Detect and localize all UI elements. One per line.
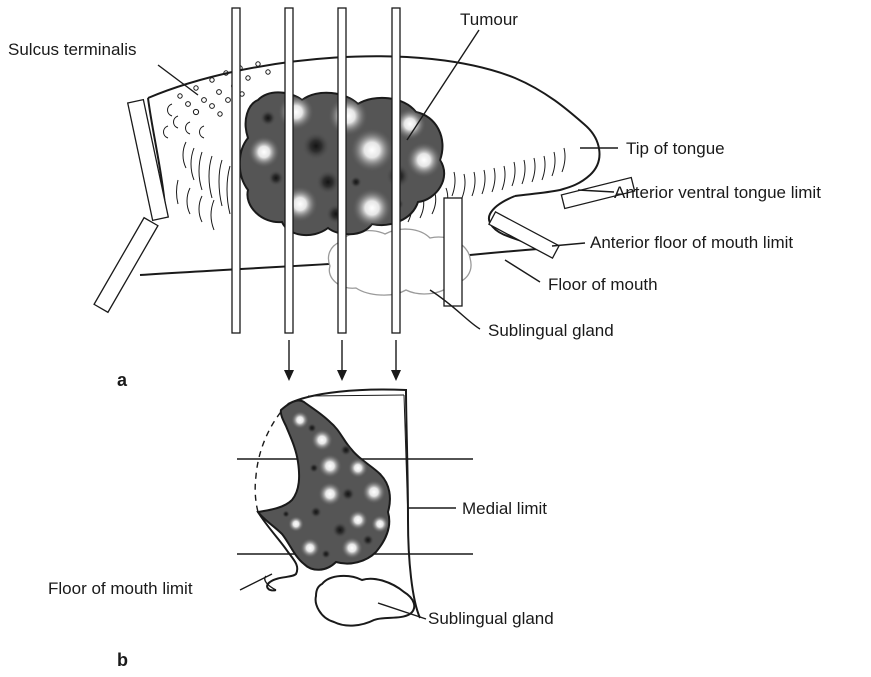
label-floor-of-mouth: Floor of mouth — [548, 275, 658, 294]
section-arrows — [284, 340, 401, 381]
label-tip-of-tongue: Tip of tongue — [626, 139, 725, 158]
leader-sulcus — [158, 65, 198, 95]
tumour-b — [258, 400, 390, 569]
label-anterior-floor-of-mouth-limit: Anterior floor of mouth limit — [590, 233, 793, 252]
section-plate-1 — [232, 8, 240, 333]
label-sulcus-terminalis: Sulcus terminalis — [8, 40, 137, 59]
section-plate-posterior — [128, 100, 169, 221]
section-plate-sublingual — [444, 198, 462, 306]
label-tumour: Tumour — [460, 10, 518, 29]
label-sublingual-gland-a: Sublingual gland — [488, 321, 614, 340]
section-plate-posterior-floor — [94, 218, 158, 313]
leader-floor-of-mouth — [505, 260, 540, 282]
panel-label-a: a — [117, 370, 128, 390]
section-plate-anterior-floor — [489, 212, 559, 258]
panel-label-b: b — [117, 650, 128, 670]
label-medial-limit: Medial limit — [462, 499, 547, 518]
label-floor-of-mouth-limit: Floor of mouth limit — [48, 579, 193, 598]
panel-b: Medial limit Floor of mouth limit Sublin… — [48, 390, 554, 670]
section-plate-4 — [392, 8, 400, 333]
lateral-hatch-left — [177, 142, 231, 230]
leader-tumour — [407, 30, 479, 140]
section-plate-3 — [338, 8, 346, 333]
section-plate-2 — [285, 8, 293, 333]
label-sublingual-gland-b: Sublingual gland — [428, 609, 554, 628]
panel-a: Tumour Sulcus terminalis Tip of tongue A… — [8, 8, 821, 390]
label-anterior-ventral-tongue-limit: Anterior ventral tongue limit — [614, 183, 821, 202]
sublingual-gland-b — [316, 576, 415, 626]
